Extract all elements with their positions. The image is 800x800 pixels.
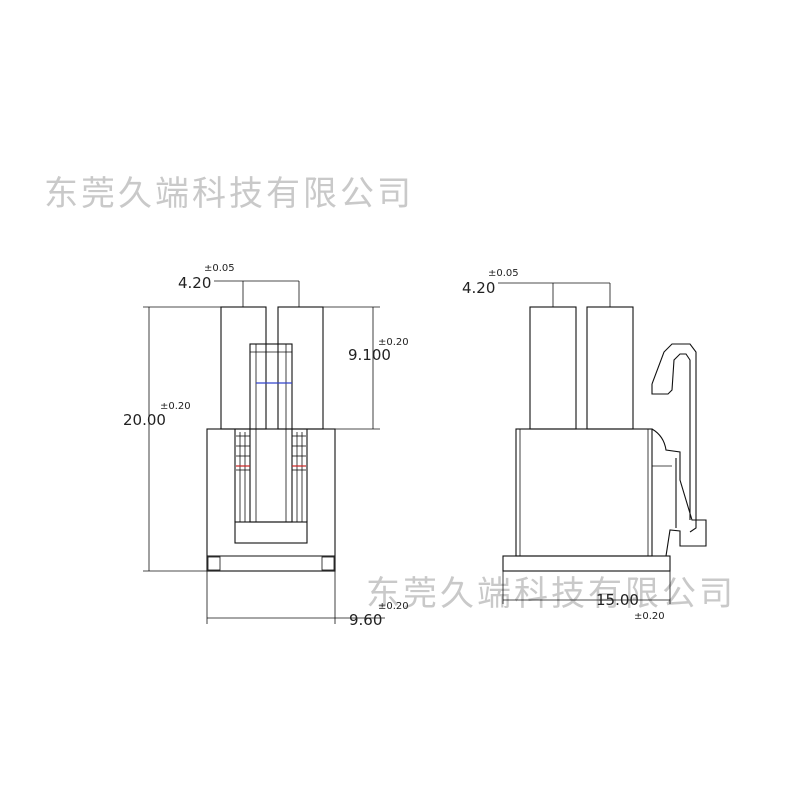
front-latch-tongue xyxy=(249,343,293,523)
front-latch-window xyxy=(234,521,308,544)
side-depth-tolerance: ±0.20 xyxy=(634,611,665,622)
front-width-tolerance: ±0.20 xyxy=(378,601,409,612)
front-height-tolerance: ±0.20 xyxy=(160,401,191,412)
side-latch-arm xyxy=(651,343,707,557)
side-pitch-value: 4.20 xyxy=(462,279,495,297)
front-post-height-value: 9.100 xyxy=(348,346,391,364)
side-pitch-dimension: 4.20 ±0.05 xyxy=(462,268,611,307)
front-left-pin xyxy=(220,306,267,430)
side-base-flange xyxy=(502,555,671,572)
side-depth-value: 15.00 xyxy=(596,591,639,609)
front-housing xyxy=(206,428,336,572)
front-view: 4.20 ±0.05 9.100 ±0.20 20.00 ±0.20 9.60 … xyxy=(123,263,409,629)
side-housing xyxy=(515,428,653,557)
side-depth-dimension: 15.00 ±0.20 xyxy=(502,571,671,622)
front-height-dimension: 20.00 ±0.20 xyxy=(123,306,221,572)
front-right-foot xyxy=(321,556,335,571)
front-post-height-dimension: 9.100 ±0.20 xyxy=(323,306,409,430)
front-left-foot xyxy=(207,556,221,571)
front-pitch-dimension: 4.20 ±0.05 xyxy=(178,263,300,307)
side-right-pin xyxy=(586,306,634,430)
front-height-value: 20.00 xyxy=(123,411,166,429)
front-right-rail xyxy=(292,432,306,522)
front-post-height-tolerance: ±0.20 xyxy=(378,337,409,348)
front-pitch-tolerance: ±0.05 xyxy=(204,263,235,274)
front-width-value: 9.60 xyxy=(349,611,382,629)
front-pitch-value: 4.20 xyxy=(178,274,211,292)
side-pitch-tolerance: ±0.05 xyxy=(488,268,519,279)
front-right-pin xyxy=(277,306,324,430)
front-width-dimension: 9.60 ±0.20 xyxy=(206,571,409,629)
side-view: 4.20 ±0.05 15.00 ±0.20 xyxy=(462,268,707,622)
front-left-rail xyxy=(236,432,250,522)
side-left-pin xyxy=(529,306,577,430)
